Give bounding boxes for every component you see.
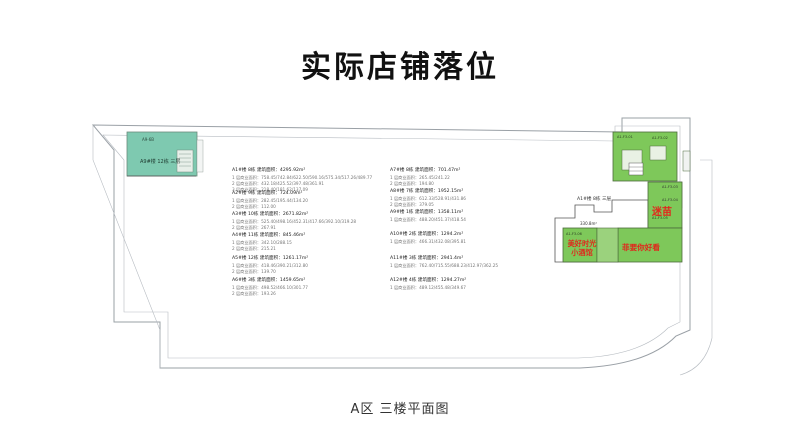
building-info-block: A3#楼 10栋 建筑面积：2671.82m² 1 层商业面积：525.40/4… <box>232 212 357 230</box>
page-title: 实际店铺落位 <box>301 50 499 85</box>
building-info-block: A9#楼 1栋 建筑面积：1358.11m² 1 层商业面积：488.20/45… <box>390 210 466 222</box>
building-info-block: A7#楼 8栋 建筑面积：701.47m² 1 层商业面积：265.45/241… <box>390 168 461 186</box>
building-info-block: A11#楼 3栋 建筑面积：2941.4m² 1 层商业面积：762.40/71… <box>390 256 499 268</box>
a9-unit-label: A9#楼 12栋 三层 <box>140 159 181 165</box>
shop-label-bar: 美好时光 小酒馆 <box>567 239 597 257</box>
a1-tag: A1-F3-01 <box>617 135 633 139</box>
a9-room-tag: A9-6B <box>142 137 155 142</box>
a1-tag: A1-F3-02 <box>652 136 668 140</box>
left-diagonal-edge <box>92 125 161 368</box>
building-a1 <box>554 131 691 263</box>
shop-label-mimiao: 迷苗 <box>652 207 672 218</box>
building-info-block: A1#楼 8栋 建筑面积：4295.92m² 1 层商业面积：758.45/74… <box>232 168 373 192</box>
building-info-block: A6#楼 3栋 建筑面积：1459.65m² 1 层商业面积：498.52/46… <box>232 278 308 296</box>
right-road-edge <box>679 159 713 376</box>
corridor-area-tag: 330.8m² <box>580 221 597 226</box>
shop-label-feiyao: 菲要你好看 <box>622 243 660 252</box>
plan-caption: A区 三楼平面图 <box>350 402 450 417</box>
a1-tag: A1-F3-04 <box>662 198 678 202</box>
building-info-block: A2#楼 9栋 建筑面积：724.09m² 1 层商业面积：282.45/195… <box>232 191 308 209</box>
building-info-block: A10#楼 2栋 建筑面积：1294.2m² 1 层商业面积：466.31/43… <box>390 232 466 244</box>
building-info-block: A12#楼 4栋 建筑面积：1294.27m² 1 层商业面积：489.12/4… <box>390 278 467 290</box>
building-a9 <box>126 131 204 177</box>
a1-tag: A1-F3-05 <box>652 216 668 220</box>
a1-tag: A1-F3-03 <box>662 185 678 189</box>
building-info-block: A5#楼 12栋 建筑面积：1261.17m² 1 层商业面积：418.46/3… <box>232 256 309 274</box>
a1-unit-label: A1#楼 8栋 三层 <box>577 197 612 202</box>
building-info-block: A8#楼 7栋 建筑面积：1952.15m² 1 层商业面积：612.33/52… <box>390 189 466 207</box>
building-info-block: A4#楼 11栋 建筑面积：845.46m² 1 层商业面积：342.10/28… <box>232 233 306 251</box>
a1-tag: A1-F3-06 <box>566 232 582 236</box>
